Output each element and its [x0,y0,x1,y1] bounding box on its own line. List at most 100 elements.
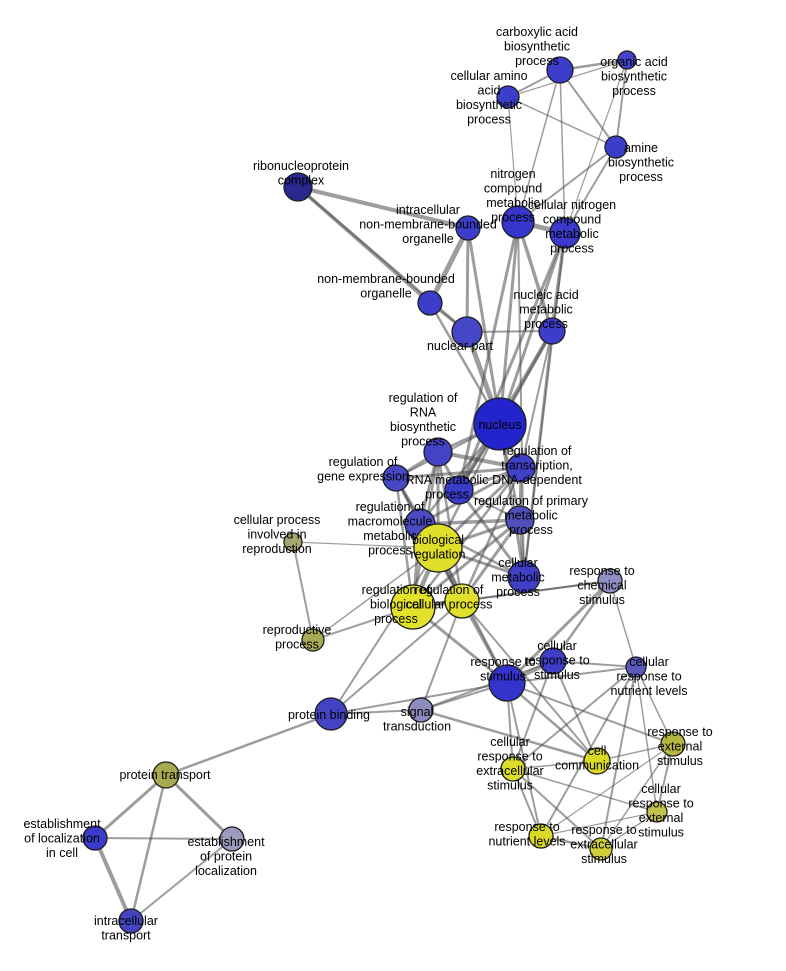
edge-prottrans-estloc [94,773,167,840]
edge-cellresp-crnl [552,660,637,668]
node-respextra[interactable] [589,837,613,861]
edge-cellresp-respchem [551,580,612,662]
edge-amine-cnitro [564,146,617,234]
edge-cnitro-nucleus [498,232,567,425]
node-inmb[interactable] [455,215,481,241]
edge-nitro-nucac [516,221,554,332]
edge-org-amine [615,59,628,148]
node-bioreg[interactable] [413,523,463,573]
node-regcell[interactable] [444,583,480,619]
node-sigtrans[interactable] [408,697,434,723]
edge-inmb-nucleus [466,227,502,425]
node-label-cnitro-line0: cellular nitrogen [528,198,616,212]
node-protbind[interactable] [314,697,348,731]
node-crext[interactable] [646,801,668,823]
node-label-cellmet-line2: process [496,585,540,599]
edge-regtx-reggene [395,466,522,480]
node-label-nmb-line0: non-membrane-bounded [317,272,455,286]
node-cnitro[interactable] [549,217,581,249]
edge-respstim-cellcomm [506,682,598,762]
node-label-regcell-line1: cellular process [406,598,493,612]
edge-prottrans-intratrans [129,774,168,922]
node-label-repro-line0: reproductive [263,623,332,637]
node-label-reggene-line1: gene expression [317,470,409,484]
node-crnl[interactable] [625,656,647,678]
node-regrna[interactable] [423,437,453,467]
node-label-regmacro-line0: regulation of [356,500,425,514]
edge-estprot-intratrans [130,838,233,922]
node-regprim[interactable] [505,505,535,535]
node-label-estloc-line1: of localization [24,832,100,846]
node-label-regprim-line2: process [509,523,553,537]
node-label-cellmet-line1: metabolic [491,571,545,585]
node-label-nucleus-line0: nucleus [478,418,521,432]
node-label-nucac-line2: process [524,317,568,331]
node-label-crext-line2: external [639,811,683,825]
node-cellcomm[interactable] [583,747,611,775]
edge-estloc-estprot [94,837,233,840]
node-label-carb-line2: process [515,54,559,68]
node-nucpart[interactable] [451,316,483,348]
node-label-respchem-line2: stimulus [579,593,625,607]
node-reggene[interactable] [382,464,410,492]
node-respstim[interactable] [488,664,526,702]
node-regtx[interactable] [506,453,536,483]
edge-repro-bioreg [312,547,439,641]
node-intratrans[interactable] [118,908,144,934]
node-label-reggene-line0: regulation of [329,455,398,469]
node-label-crextra-line0: cellular [490,735,530,749]
edge-amino-nitro [507,96,519,223]
node-amino[interactable] [496,85,520,109]
node-nmb[interactable] [417,290,443,316]
node-label-regmacro-line1: macromolecule [348,515,433,529]
edge-org-cnitro [564,59,628,234]
node-label-carb-line1: biosynthetic [504,40,570,54]
node-label-amine-line2: process [619,170,663,184]
node-respnl[interactable] [528,823,554,849]
node-label-ribo-line0: ribonucleoprotein [253,159,349,173]
node-label-estloc-line0: establishment [23,817,101,831]
node-label-protbind-line0: protein binding [288,708,370,722]
node-label-estprot-line0: establishment [187,835,265,849]
nodes-layer [82,50,686,934]
node-repro[interactable] [301,628,325,652]
node-carb[interactable] [546,56,574,84]
node-label-respextra-line0: response to [571,823,636,837]
node-estloc[interactable] [82,825,108,851]
node-regbio[interactable] [390,584,436,630]
edge-carb-cnitro [559,69,566,234]
node-cellmet[interactable] [507,560,541,594]
node-label-inmb-line0: intracellular [396,203,460,217]
node-nucac[interactable] [538,317,566,345]
node-label-estprot-line2: localization [195,864,257,878]
node-label-cellcomm-line1: communication [555,759,639,773]
node-amine[interactable] [604,135,628,159]
node-respext[interactable] [660,731,686,757]
node-estprot[interactable] [219,826,245,852]
edge-crnl-crextra [512,666,637,770]
node-label-rnamet-line0: RNA metabolic [406,473,489,487]
node-nitro[interactable] [501,205,535,239]
node-respchem[interactable] [597,568,623,594]
node-label-cellresp-line2: stimulus [534,668,580,682]
node-nucleus[interactable] [473,397,527,451]
edge-ribo-nmb [296,185,432,305]
node-rnamet[interactable] [444,475,474,505]
node-label-repro-line1: process [275,638,319,652]
node-label-nitro-line2: metabolic [486,196,540,210]
node-prottrans[interactable] [152,761,180,789]
node-label-nucpart-line0: nuclear part [427,339,494,353]
node-cellresp[interactable] [539,647,567,675]
node-label-regrna-line0: regulation of [389,391,458,405]
node-ribo[interactable] [283,172,313,202]
node-label-cpir-line1: involved in [247,528,306,542]
node-label-sigtrans-line1: transduction [383,720,451,734]
node-label-regprim-line1: metabolic [504,509,558,523]
node-crextra[interactable] [500,756,526,782]
node-org[interactable] [617,50,637,70]
node-cpir[interactable] [283,532,303,552]
node-label-cellmet-line0: cellular [498,556,538,570]
